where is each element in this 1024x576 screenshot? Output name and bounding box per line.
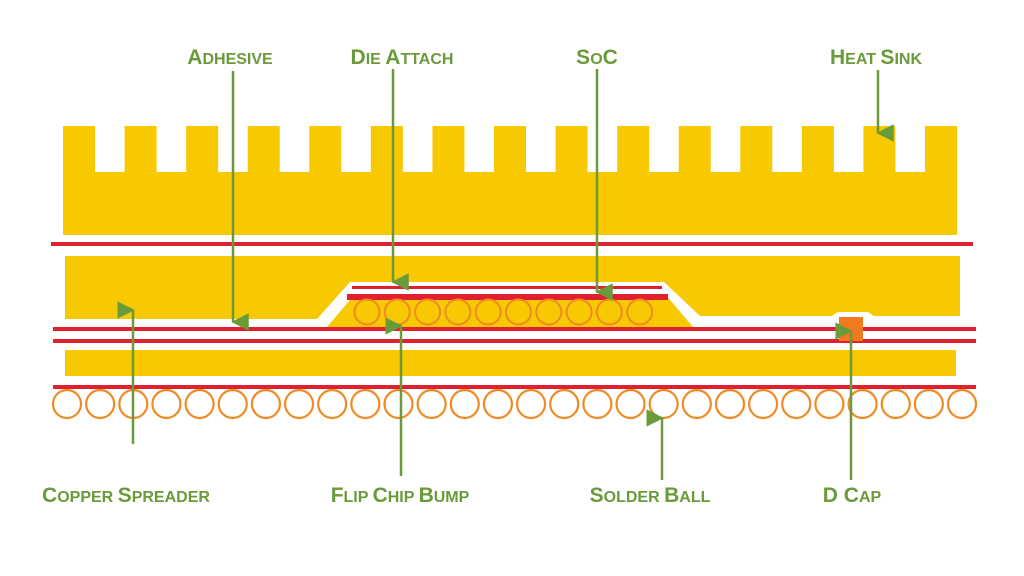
solder-ball <box>317 388 348 420</box>
heat-sink-fin <box>124 126 157 176</box>
solder-ball <box>184 388 215 420</box>
solder-ball <box>714 388 746 420</box>
solder-ball <box>85 388 116 420</box>
label-solder-ball: SOLDER BALL <box>590 484 711 507</box>
solder-ball <box>217 388 248 420</box>
heat-sink-fin <box>863 126 896 176</box>
heat-sink-fin <box>555 126 588 176</box>
solder-ball <box>383 388 414 420</box>
solder-ball <box>946 388 978 420</box>
solder-ball <box>250 388 281 420</box>
solder-ball <box>814 388 845 420</box>
heat-sink-fin <box>801 126 834 176</box>
solder-ball <box>51 388 83 420</box>
label-copper-spreader: COPPER SPREADER <box>42 484 210 507</box>
flip-chip-bump <box>353 298 381 326</box>
solder-ball <box>449 388 480 420</box>
trace-line-top <box>51 242 973 246</box>
flip-chip-bump <box>474 298 502 326</box>
heat-sink-base <box>63 172 957 235</box>
heat-sink-fin <box>432 126 465 176</box>
solder-balls <box>51 388 978 420</box>
solder-ball <box>681 388 712 420</box>
heat-sink-fin <box>63 126 95 176</box>
heat-sink-fin <box>617 126 650 176</box>
soc-die-layer <box>347 294 668 300</box>
label-heat-sink: HEAT SINK <box>830 46 922 69</box>
flip-chip-bump <box>414 298 442 326</box>
callout-arrows <box>117 69 894 480</box>
solder-ball <box>582 388 613 420</box>
solder-ball <box>515 388 547 420</box>
soc-package <box>327 286 693 327</box>
solder-ball <box>283 388 315 420</box>
heat-sink-fin <box>678 126 711 176</box>
solder-ball <box>913 388 944 420</box>
solder-ball <box>615 388 646 420</box>
heat-sink-fin <box>740 126 773 176</box>
solder-ball <box>880 388 911 420</box>
label-soc: SOC <box>576 46 618 69</box>
label-d-cap: D CAP <box>823 484 882 507</box>
trace-line-mid-2 <box>53 339 976 343</box>
solder-ball <box>847 388 878 420</box>
flip-chip-bumps <box>353 298 654 326</box>
trace-line-bottom <box>53 385 976 389</box>
die-attach-layer <box>352 286 662 289</box>
heat-sink-fin <box>309 126 342 176</box>
solder-ball <box>151 388 182 420</box>
solder-ball <box>482 388 514 420</box>
heat-sink-fin <box>247 126 280 176</box>
heat-sink-fin <box>925 126 957 176</box>
flip-chip-bump <box>505 298 532 326</box>
trace-line-mid-1 <box>53 327 976 331</box>
flip-chip-bump <box>565 298 593 326</box>
solder-ball <box>648 388 679 420</box>
solder-ball <box>781 388 812 420</box>
solder-ball <box>748 388 779 420</box>
copper-lower <box>65 350 956 376</box>
flip-chip-bump <box>444 298 472 326</box>
heat-sink-fin <box>370 126 403 176</box>
flip-chip-bump <box>626 298 654 326</box>
label-die-attach: DIE ATTACH <box>351 46 454 69</box>
heat-sink-fin <box>186 126 219 176</box>
solder-ball <box>416 388 447 420</box>
heat-sink-fin <box>494 126 526 176</box>
label-adhesive: ADHESIVE <box>187 46 273 69</box>
solder-ball <box>549 388 580 420</box>
solder-ball <box>350 388 381 420</box>
heat-sink <box>63 126 957 235</box>
label-flip-chip-bump: FLIP CHIP BUMP <box>331 484 470 507</box>
flip-chip-bump <box>535 298 563 326</box>
